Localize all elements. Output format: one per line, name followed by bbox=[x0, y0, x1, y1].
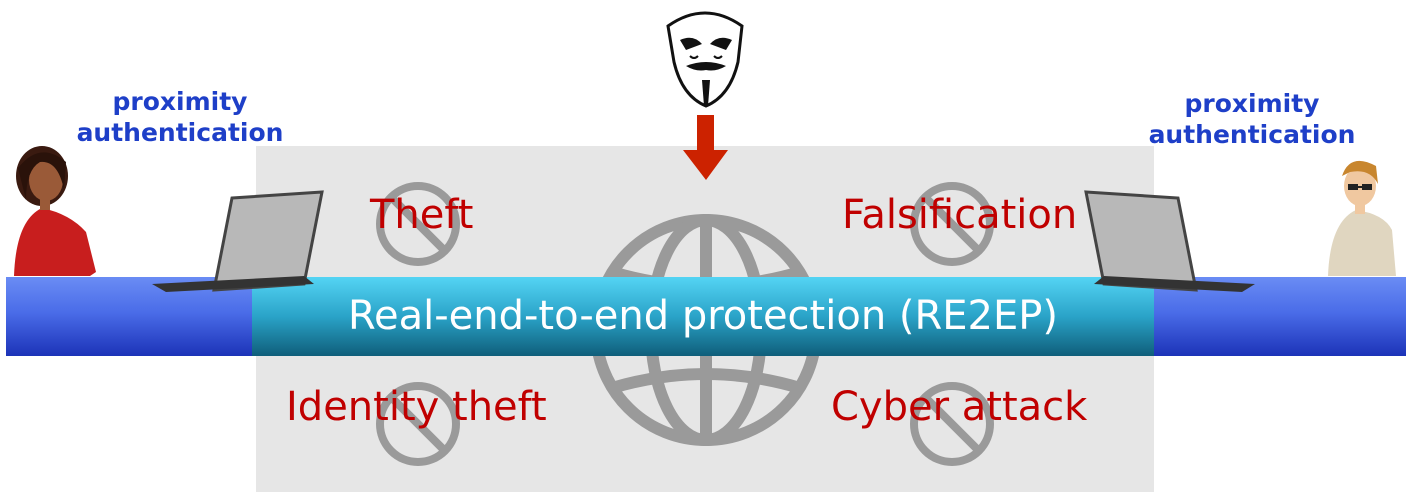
threat-falsification: Falsification bbox=[842, 192, 1078, 238]
prohibited-icon bbox=[376, 182, 460, 266]
threat-cyber-attack: Cyber attack bbox=[831, 384, 1088, 430]
right-auth-line2: authentication bbox=[1148, 120, 1356, 149]
right-auth-line1: proximity bbox=[1184, 89, 1320, 118]
laptop-icon bbox=[152, 190, 324, 292]
prohibited-icon bbox=[910, 382, 994, 466]
threat-identity-theft: Identity theft bbox=[286, 384, 547, 430]
prohibited-icon bbox=[376, 382, 460, 466]
re2ep-label: Real-end-to-end protection (RE2EP) bbox=[347, 293, 1059, 339]
right-proximity-auth-label: proximity authentication bbox=[1132, 88, 1372, 150]
down-arrow-icon bbox=[683, 115, 728, 180]
hacker-mask-icon bbox=[666, 11, 744, 108]
left-proximity-auth-label: proximity authentication bbox=[60, 86, 300, 148]
re2ep-band bbox=[252, 277, 1154, 356]
laptop-icon bbox=[1084, 190, 1255, 292]
threat-theft: Theft bbox=[370, 192, 474, 238]
person-icon bbox=[1328, 160, 1396, 276]
person-icon bbox=[14, 146, 96, 276]
left-auth-line2: authentication bbox=[76, 118, 284, 147]
prohibited-icon bbox=[910, 182, 994, 266]
left-auth-line1: proximity bbox=[112, 87, 248, 116]
